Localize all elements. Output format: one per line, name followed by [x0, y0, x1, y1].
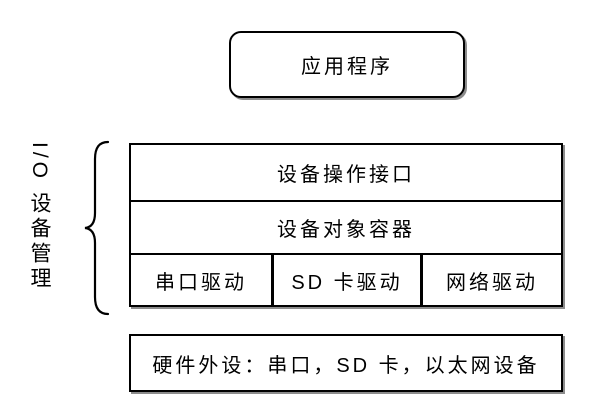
io-device-management-label: I/O 设备管理	[28, 142, 51, 292]
device-container-label: 设备对象容器	[277, 219, 415, 241]
driver-layer: 串口驱动 SD 卡驱动 网络驱动	[131, 255, 561, 305]
sdcard-driver-label: SD 卡驱动	[291, 271, 403, 294]
sdcard-driver-cell: SD 卡驱动	[271, 255, 423, 305]
device-interface-layer: 设备操作接口	[131, 145, 561, 202]
device-interface-label: 设备操作接口	[277, 164, 415, 186]
application-label: 应用程序	[301, 56, 393, 78]
curly-brace-icon	[84, 140, 110, 316]
hardware-peripherals-label: 硬件外设：串口，SD 卡，以太网设备	[152, 354, 540, 377]
io-management-stack: 设备操作接口 设备对象容器 串口驱动 SD 卡驱动 网络驱动	[129, 143, 563, 307]
serial-driver-cell: 串口驱动	[131, 255, 271, 305]
device-container-layer: 设备对象容器	[131, 202, 561, 255]
application-box: 应用程序	[229, 31, 465, 98]
serial-driver-label: 串口驱动	[155, 271, 247, 294]
network-driver-cell: 网络驱动	[423, 255, 561, 305]
hardware-peripherals-box: 硬件外设：串口，SD 卡，以太网设备	[129, 334, 563, 392]
network-driver-label: 网络驱动	[446, 271, 538, 294]
